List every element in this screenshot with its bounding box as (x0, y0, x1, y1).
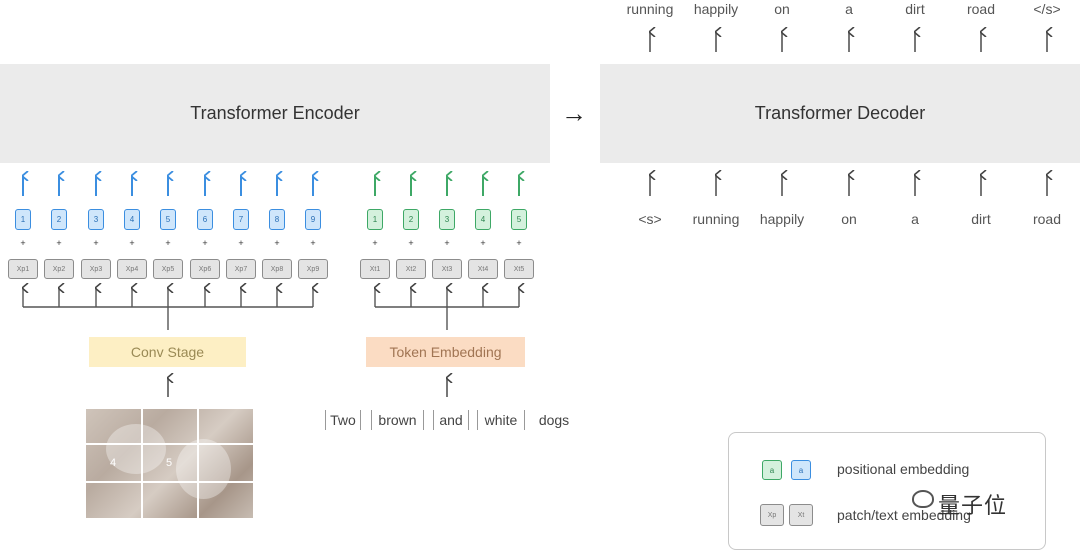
input-word: brown (371, 410, 424, 430)
patch-number: 4 (110, 457, 117, 469)
patch-positional-chip: 5 (160, 209, 176, 230)
transformer-decoder-label: Transformer Decoder (754, 103, 926, 123)
plus-sign: + (238, 238, 244, 248)
plus-sign: + (516, 238, 522, 248)
patch-token-chip: Xp9 (298, 259, 328, 279)
text-positional-chip: 4 (475, 209, 491, 230)
transformer-encoder-label: Transformer Encoder (190, 103, 360, 123)
patch-token-chip: Xp7 (226, 259, 256, 279)
patch-positional-chip: 2 (51, 209, 67, 230)
plus-sign: + (310, 238, 316, 248)
text-token-chip: Xt2 (396, 259, 426, 279)
plus-sign: + (56, 238, 62, 248)
plus-sign: + (408, 238, 414, 248)
plus-sign: + (20, 238, 26, 248)
patch-positional-chip: 8 (269, 209, 285, 230)
patch-token-chip: Xp2 (44, 259, 74, 279)
text-token-chip: Xt4 (468, 259, 498, 279)
legend-embedding-label: patch/text embedding (837, 507, 971, 523)
patch-token-chip: Xp3 (81, 259, 111, 279)
conv-stage-box: Conv Stage (89, 337, 246, 367)
decoder-input-token: dirt (971, 211, 991, 227)
patch-token-chip: Xp6 (190, 259, 220, 279)
input-word: Two (325, 410, 361, 430)
text-token-chip: Xt3 (432, 259, 462, 279)
legend-positional-label: positional embedding (837, 461, 970, 477)
decoder-input-token: road (1032, 211, 1062, 227)
conv-stage-label: Conv Stage (130, 344, 205, 360)
patch-positional-chip: 4 (124, 209, 140, 230)
decoder-output-token: dirt (905, 1, 925, 17)
input-word: white (477, 410, 525, 430)
encoder-to-decoder-arrow-icon: → (561, 98, 587, 128)
token-embedding-label: Token Embedding (389, 344, 502, 360)
input-image-patches: 4 5 (86, 409, 253, 518)
legend-box: a a positional embedding Xp Xt patch/tex… (728, 432, 1046, 550)
input-word: dogs (538, 412, 570, 428)
patch-token-chip: Xp1 (8, 259, 38, 279)
decoder-input-token: happily (759, 211, 805, 227)
text-token-chip: Xt1 (360, 259, 390, 279)
plus-sign: + (444, 238, 450, 248)
decoder-output-token: running (626, 1, 674, 17)
plus-sign: + (372, 238, 378, 248)
patch-token-chip: Xp5 (153, 259, 183, 279)
decoder-input-token: <s> (638, 211, 662, 227)
plus-sign: + (202, 238, 208, 248)
watermark-logo: 量子位 (938, 493, 1008, 518)
patch-token-chip: Xp8 (262, 259, 292, 279)
text-positional-chip: 2 (403, 209, 419, 230)
text-token-chip: Xt5 (504, 259, 534, 279)
token-embedding-box: Token Embedding (366, 337, 525, 367)
plus-sign: + (165, 238, 171, 248)
input-word: and (433, 410, 469, 430)
plus-sign: + (274, 238, 280, 248)
patch-positional-chip: 1 (15, 209, 31, 230)
text-positional-chip: 3 (439, 209, 455, 230)
plus-sign: + (480, 238, 486, 248)
patch-number: 5 (166, 457, 173, 469)
decoder-output-token: a (845, 1, 853, 17)
patch-positional-chip: 9 (305, 209, 321, 230)
patch-token-chip: Xp4 (117, 259, 147, 279)
patch-positional-chip: 3 (88, 209, 104, 230)
patch-positional-chip: 7 (233, 209, 249, 230)
text-positional-chip: 1 (367, 209, 383, 230)
decoder-output-token: on (774, 1, 790, 17)
transformer-encoder-block: Transformer Encoder (0, 64, 550, 163)
legend-patch-chip: Xp (760, 504, 784, 526)
decoder-input-token: on (841, 211, 857, 227)
legend-text-chip: Xt (789, 504, 813, 526)
legend-positional-chip-blue: a (791, 460, 811, 480)
decoder-input-token: a (911, 211, 919, 227)
plus-sign: + (129, 238, 135, 248)
decoder-output-token: road (966, 1, 996, 17)
patch-positional-chip: 6 (197, 209, 213, 230)
wechat-logo-icon (912, 490, 934, 508)
legend-positional-chip-green: a (762, 460, 782, 480)
decoder-output-token: happily (693, 1, 739, 17)
text-positional-chip: 5 (511, 209, 527, 230)
transformer-decoder-block: Transformer Decoder (600, 64, 1080, 163)
decoder-output-token: </s> (1033, 1, 1061, 17)
decoder-input-token: running (692, 211, 740, 227)
plus-sign: + (93, 238, 99, 248)
